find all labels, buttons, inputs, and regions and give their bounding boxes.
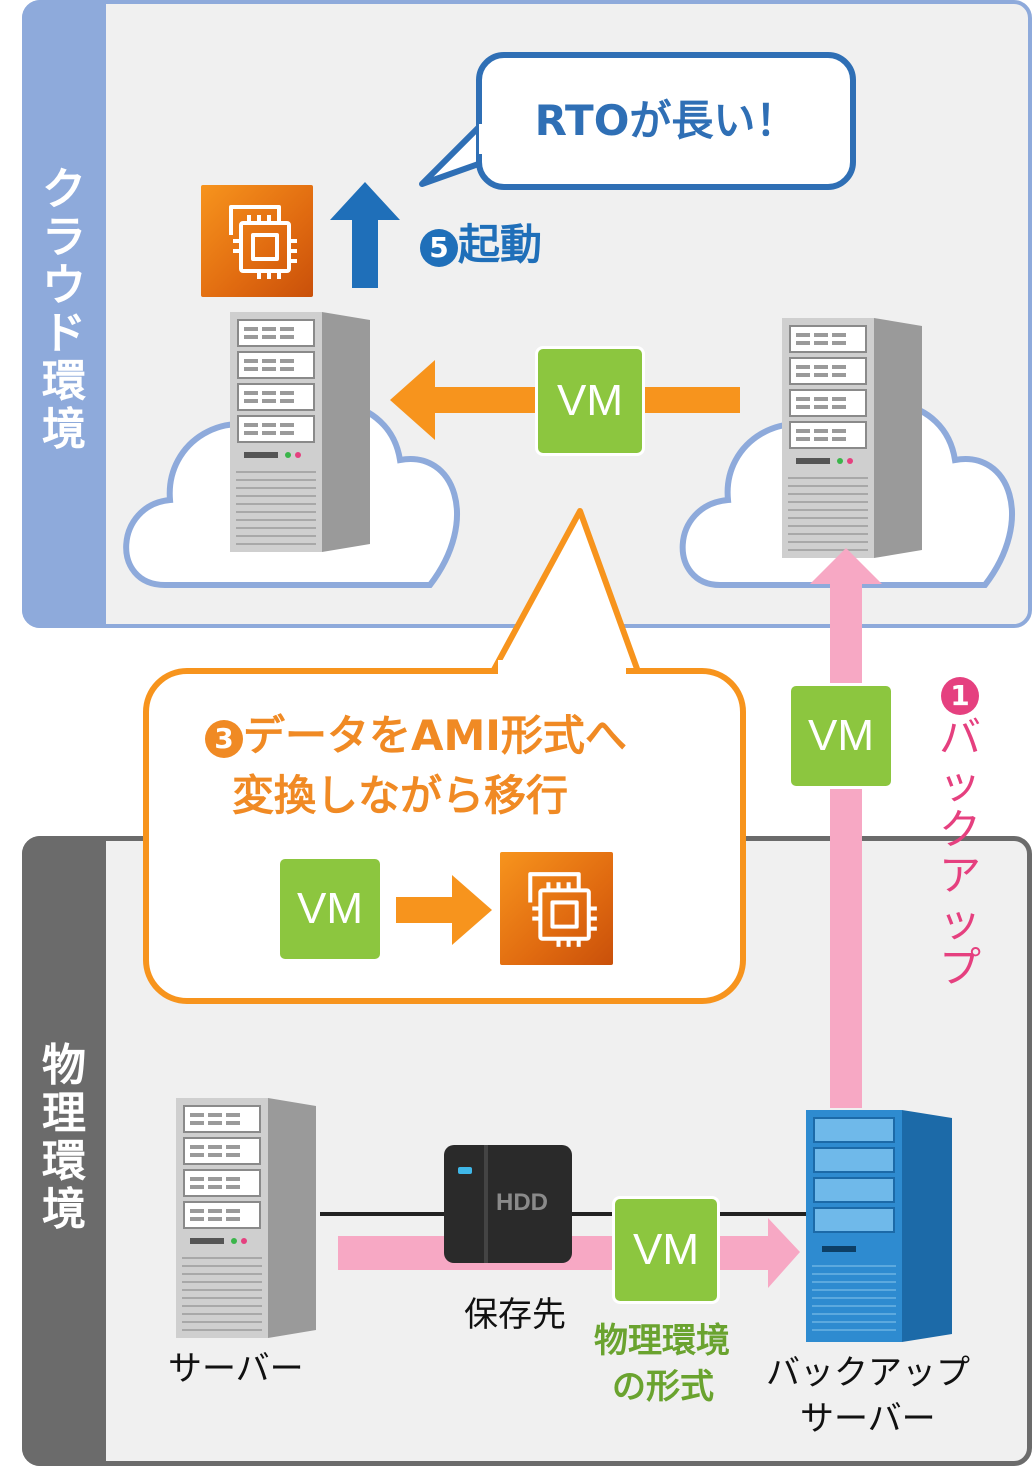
step-number-badge: 5 bbox=[420, 228, 458, 267]
physical-format-label-line1: 物理環境 bbox=[594, 1321, 730, 1361]
rto-text: RTOが長い！ bbox=[534, 96, 798, 145]
step-backup-label: 1 バ ッ ク ア ッ プ bbox=[938, 677, 981, 992]
conversion-text-line2: 変換しながら移行 bbox=[232, 771, 569, 820]
physical-server-icon bbox=[176, 1098, 317, 1339]
backup-server-label-line1: バックアップ bbox=[766, 1353, 970, 1393]
backup-server-icon bbox=[806, 1110, 952, 1342]
vm-box-backup: VM bbox=[788, 683, 894, 789]
cloud-environment-tab bbox=[22, 0, 106, 628]
vm-box-conversion-source: VM bbox=[277, 856, 383, 962]
backup-upload-arrow bbox=[810, 548, 882, 1108]
conversion-arrow-icon bbox=[396, 875, 492, 945]
cloud-environment-label: クラウド環境 bbox=[42, 164, 86, 455]
physical-environment-label: 物理環境 bbox=[42, 1040, 86, 1235]
server-label: サーバー bbox=[168, 1349, 304, 1389]
step-number-badge: 1 bbox=[941, 677, 979, 715]
ami-target-icon bbox=[500, 852, 613, 965]
step-number-badge: 3 bbox=[205, 719, 243, 758]
launch-arrow-icon bbox=[330, 182, 400, 288]
ami-instance-icon bbox=[201, 185, 313, 297]
conversion-bubble-tail-cover bbox=[498, 660, 626, 678]
physical-environment-tab bbox=[22, 836, 106, 1466]
hdd-label: HDD bbox=[496, 1189, 548, 1216]
rto-speech-bubble bbox=[476, 52, 856, 190]
hdd-storage-icon: HDD bbox=[444, 1145, 572, 1263]
storage-label: 保存先 bbox=[464, 1295, 566, 1335]
backup-server-label-line2: サーバー bbox=[800, 1399, 936, 1439]
conversion-speech-bubble bbox=[143, 668, 746, 1004]
physical-format-label-line2: の形式 bbox=[612, 1367, 714, 1407]
vm-box-physical: VM bbox=[612, 1196, 720, 1304]
vm-box-cloud: VM bbox=[535, 346, 645, 456]
rto-bubble-tail-cover bbox=[479, 124, 493, 154]
